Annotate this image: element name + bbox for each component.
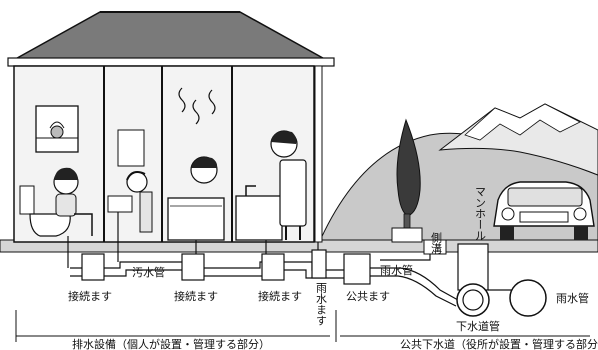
faucet [245, 185, 256, 196]
label-rain-box: 雨水ます [315, 282, 328, 326]
connection-box-1 [81, 253, 105, 281]
sewer-pipe-circle [456, 283, 490, 317]
toilet-tank [19, 185, 35, 215]
child-legs-1 [74, 213, 93, 236]
washroom [107, 129, 153, 233]
cypress-tree [396, 118, 421, 217]
label-rain-water-pipe: 雨水管 [556, 291, 589, 305]
main-waste-pipe-lower [70, 269, 360, 279]
plant-leaves [49, 121, 65, 129]
car-wheel-right [574, 226, 588, 240]
rain-pipe [380, 254, 431, 261]
toilet-bowl [29, 213, 71, 237]
adult-legs [285, 226, 301, 240]
section-public-label: 公共下水道（役所が設置・管理する部分） [400, 337, 598, 350]
toilet-room [19, 167, 93, 237]
label-waste-pipe: 汚水管 [132, 265, 165, 279]
manhole-shaft [457, 243, 489, 291]
pipes [67, 212, 547, 317]
rain-water-pipe-circle [509, 279, 547, 317]
car-wheel-left [500, 226, 514, 240]
car [493, 181, 595, 240]
mirror-cabinet [117, 129, 145, 167]
downpipe [314, 65, 323, 243]
gutter [423, 239, 447, 255]
kitchen-counter [235, 195, 283, 241]
label-connection-box-1: 接続ます [68, 289, 112, 303]
child-hair-1 [54, 167, 78, 180]
bathroom [167, 87, 225, 241]
label-sewer-pipe: 下水道管 [456, 319, 500, 333]
car-grille [519, 211, 569, 223]
adult-apron [279, 159, 307, 227]
public-to-sewer-lower [370, 275, 457, 307]
snow-cap [464, 103, 581, 141]
sink-counter [107, 195, 133, 213]
bathtub [167, 197, 225, 241]
public-box [343, 253, 371, 285]
outdoor [391, 118, 595, 255]
connection-box-2 [181, 253, 205, 281]
public-to-sewer [370, 267, 459, 301]
labels: 接続ます 汚水管 接続ます 接続ます 雨水ます 公共ます 雨水管 側溝 マンホー… [68, 186, 589, 333]
steam [178, 87, 216, 125]
car-headlight-left [501, 207, 515, 221]
house [7, 11, 335, 243]
label-connection-box-2: 接続ます [174, 289, 218, 303]
section-bar: 排水設備（個人が設置・管理する部分） 公共下水道（役所が設置・管理する部分） [15, 310, 598, 350]
car-headlight-right [573, 207, 587, 221]
adult-hair [271, 131, 297, 144]
child-hair-2 [126, 171, 146, 181]
label-connection-box-3: 接続ます [258, 289, 302, 303]
rain-box [311, 249, 327, 279]
car-windshield [507, 187, 583, 207]
label-gutter: 側溝 [430, 232, 443, 255]
eave [7, 57, 335, 67]
label-public-box: 公共ます [346, 290, 390, 303]
label-rain-pipe: 雨水管 [380, 263, 413, 277]
sewer-pipe-inner [462, 289, 484, 311]
kitchen [235, 130, 307, 241]
tree-planter [391, 227, 423, 243]
section-private-label: 排水設備（個人が設置・管理する部分） [72, 337, 270, 350]
child-body-1 [55, 193, 77, 217]
label-manhole: マンホール [474, 186, 487, 241]
child-body-2 [139, 191, 153, 233]
bather-hair [191, 157, 218, 168]
roof [7, 11, 333, 63]
connection-box-3 [261, 253, 285, 281]
flower-pot [50, 125, 64, 139]
